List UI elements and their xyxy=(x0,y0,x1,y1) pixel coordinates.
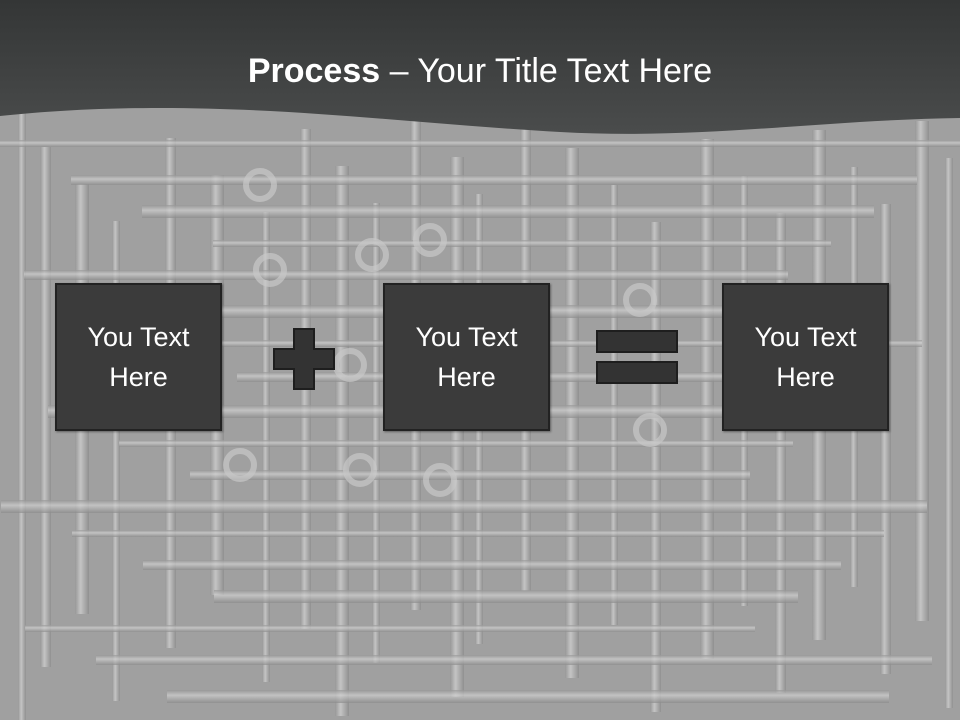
process-box-2-text: You Text Here xyxy=(415,322,518,392)
process-box-3[interactable]: You Text Here xyxy=(722,283,889,431)
plus-icon xyxy=(273,328,335,390)
process-box-2[interactable]: You Text Here xyxy=(383,283,550,431)
process-box-1[interactable]: You Text Here xyxy=(55,283,222,431)
process-box-3-text: You Text Here xyxy=(754,322,857,392)
header-band xyxy=(0,0,960,134)
process-box-1-text: You Text Here xyxy=(87,322,190,392)
title-bold: Process xyxy=(247,52,381,90)
slide-title: Process – Your Title Text Here xyxy=(0,52,960,91)
equals-icon xyxy=(596,330,678,384)
title-rest: – Your Title Text Here xyxy=(380,52,713,90)
